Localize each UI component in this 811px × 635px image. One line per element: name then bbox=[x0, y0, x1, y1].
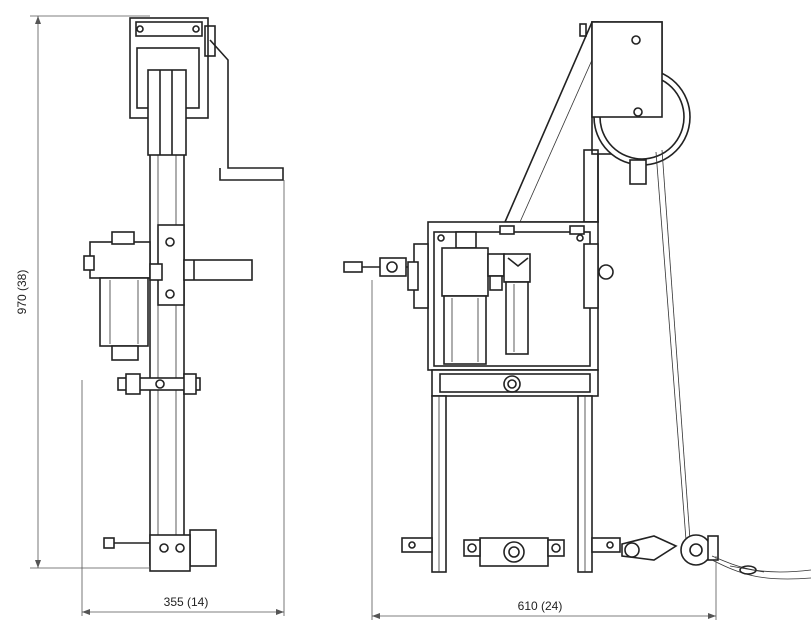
front-base-plate bbox=[463, 537, 565, 567]
front-width-dimension-label: 610 (24) bbox=[518, 599, 563, 613]
side-winch-housing bbox=[129, 17, 216, 156]
dimension-lines bbox=[30, 15, 717, 620]
crank-handle bbox=[209, 39, 284, 181]
side-view bbox=[83, 17, 284, 572]
front-cylinder bbox=[503, 253, 531, 355]
side-foot bbox=[103, 529, 217, 572]
hook-assembly bbox=[621, 534, 811, 580]
side-width-dimension-label: 355 (14) bbox=[164, 595, 209, 609]
cable bbox=[661, 149, 691, 541]
side-arm bbox=[183, 259, 253, 281]
side-filter-housing bbox=[83, 231, 163, 361]
front-view bbox=[343, 21, 811, 580]
front-filter bbox=[441, 231, 505, 365]
height-dimension-label: 970 (38) bbox=[15, 270, 29, 315]
front-handle bbox=[343, 257, 408, 277]
front-pulley bbox=[591, 21, 691, 185]
